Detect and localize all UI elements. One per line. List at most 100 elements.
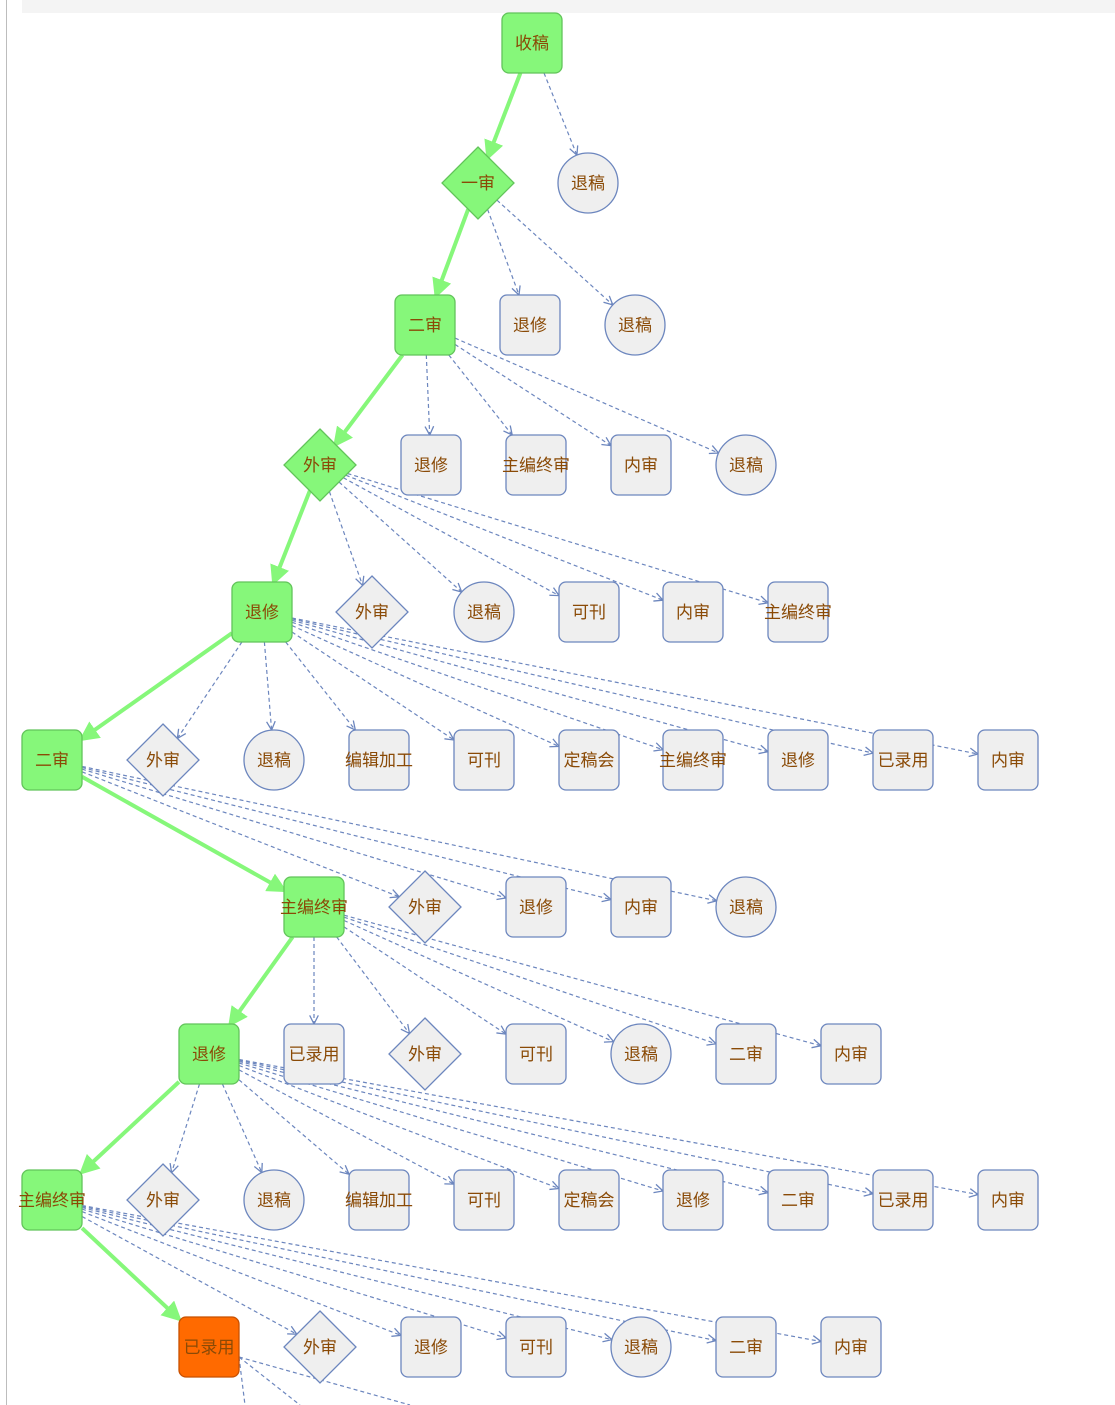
node-idle-rect[interactable]: 退修 — [505, 876, 567, 938]
left-border — [6, 0, 7, 1405]
taken-edge — [484, 72, 523, 161]
node-idle-rect[interactable]: 内审 — [977, 729, 1039, 791]
node-idle-rect[interactable]: 退修 — [499, 294, 561, 356]
node-idle-circle[interactable]: 退稿 — [243, 729, 305, 791]
taken-edge — [432, 208, 471, 299]
node-idle-diamond[interactable]: 外审 — [126, 1163, 200, 1237]
node-idle-rect[interactable]: 已录用 — [283, 1023, 345, 1085]
node-idle-circle[interactable]: 退稿 — [715, 434, 777, 496]
option-edge-continuation — [238, 1356, 246, 1405]
node-idle-circle[interactable]: 退稿 — [715, 876, 777, 938]
node-box — [558, 1169, 620, 1231]
node-idle-rect[interactable]: 主编终审 — [502, 434, 570, 496]
node-idle-rect[interactable]: 可刊 — [453, 729, 515, 791]
option-edge — [172, 1083, 201, 1173]
node-idle-rect[interactable]: 内审 — [820, 1023, 882, 1085]
option-edge — [238, 1069, 454, 1184]
option-edge-continuation — [238, 1356, 301, 1405]
node-idle-circle[interactable]: 退稿 — [453, 581, 515, 643]
node-idle-rect[interactable]: 内审 — [610, 876, 672, 938]
node-box — [558, 729, 620, 791]
node-label: 退稿 — [257, 1191, 291, 1211]
node-diamond — [283, 428, 357, 502]
node-active-rect[interactable]: 主编终审 — [18, 1169, 86, 1231]
node-box — [662, 581, 724, 643]
node-idle-rect[interactable]: 二审 — [715, 1023, 777, 1085]
node-active-rect[interactable]: 二审 — [21, 729, 83, 791]
node-idle-diamond[interactable]: 外审 — [283, 1310, 357, 1384]
node-active-rect[interactable]: 退修 — [178, 1023, 240, 1085]
node-idle-rect[interactable]: 内审 — [820, 1316, 882, 1378]
node-label: 内审 — [624, 456, 658, 476]
node-idle-rect[interactable]: 定稿会 — [558, 729, 620, 791]
node-idle-rect[interactable]: 内审 — [662, 581, 724, 643]
node-idle-rect[interactable]: 编辑加工 — [345, 1169, 413, 1231]
node-current-rect[interactable]: 已录用 — [178, 1316, 240, 1378]
node-idle-rect[interactable]: 退修 — [400, 434, 462, 496]
node-label: 退修 — [414, 456, 448, 476]
node-box — [820, 1316, 882, 1378]
node-idle-rect[interactable]: 退修 — [400, 1316, 462, 1378]
node-idle-rect[interactable]: 可刊 — [505, 1023, 567, 1085]
node-idle-circle[interactable]: 退稿 — [243, 1169, 305, 1231]
node-idle-circle[interactable]: 退稿 — [557, 152, 619, 214]
node-label: 可刊 — [572, 603, 606, 623]
node-label: 二审 — [781, 1191, 815, 1211]
node-idle-rect[interactable]: 可刊 — [505, 1316, 567, 1378]
node-active-rect[interactable]: 退修 — [231, 581, 293, 643]
node-box — [499, 294, 561, 356]
taken-edge — [81, 775, 288, 893]
node-box — [501, 12, 563, 74]
node-active-rect[interactable]: 主编终审 — [280, 876, 348, 938]
option-edge — [343, 477, 559, 596]
node-idle-circle[interactable]: 退稿 — [604, 294, 666, 356]
node-box — [820, 1023, 882, 1085]
node-idle-rect[interactable]: 主编终审 — [659, 729, 727, 791]
node-active-rect[interactable]: 二审 — [394, 294, 456, 356]
node-circle — [610, 1023, 672, 1085]
node-idle-rect[interactable]: 主编终审 — [764, 581, 832, 643]
node-label: 退修 — [781, 751, 815, 771]
node-idle-diamond[interactable]: 外审 — [126, 723, 200, 797]
node-box — [505, 434, 567, 496]
node-idle-circle[interactable]: 退稿 — [610, 1316, 672, 1378]
node-idle-diamond[interactable]: 外审 — [388, 1017, 462, 1091]
option-edge — [291, 617, 978, 754]
node-idle-rect[interactable]: 已录用 — [872, 1169, 934, 1231]
node-idle-circle[interactable]: 退稿 — [610, 1023, 672, 1085]
node-label: 收稿 — [515, 34, 549, 54]
option-edge — [487, 209, 519, 295]
node-label: 内审 — [991, 751, 1025, 771]
node-idle-rect[interactable]: 二审 — [767, 1169, 829, 1231]
node-idle-rect[interactable]: 可刊 — [453, 1169, 515, 1231]
node-idle-rect[interactable]: 编辑加工 — [345, 729, 413, 791]
option-edge — [426, 354, 429, 435]
top-toolbar-strip — [22, 0, 1115, 13]
node-active-diamond[interactable]: 外审 — [283, 428, 357, 502]
node-idle-rect[interactable]: 内审 — [977, 1169, 1039, 1231]
node-idle-rect[interactable]: 定稿会 — [558, 1169, 620, 1231]
node-label: 主编终审 — [764, 603, 832, 623]
node-idle-diamond[interactable]: 外审 — [388, 870, 462, 944]
node-box — [767, 729, 829, 791]
node-box — [178, 1316, 240, 1378]
node-idle-rect[interactable]: 可刊 — [558, 581, 620, 643]
node-active-diamond[interactable]: 一审 — [441, 146, 515, 220]
node-box — [715, 1316, 777, 1378]
node-idle-rect[interactable]: 二审 — [715, 1316, 777, 1378]
node-idle-diamond[interactable]: 外审 — [335, 575, 409, 649]
node-label: 内审 — [834, 1338, 868, 1358]
node-idle-rect[interactable]: 内审 — [610, 434, 672, 496]
node-idle-rect[interactable]: 已录用 — [872, 729, 934, 791]
node-idle-rect[interactable]: 退修 — [662, 1169, 724, 1231]
node-active-rect[interactable]: 收稿 — [501, 12, 563, 74]
option-edge-continuation — [238, 1356, 411, 1405]
option-edge — [81, 1208, 506, 1338]
node-box — [977, 1169, 1039, 1231]
node-box — [715, 1023, 777, 1085]
node-box — [505, 1023, 567, 1085]
node-diamond — [126, 1163, 200, 1237]
node-idle-rect[interactable]: 退修 — [767, 729, 829, 791]
node-label: 主编终审 — [18, 1191, 86, 1211]
